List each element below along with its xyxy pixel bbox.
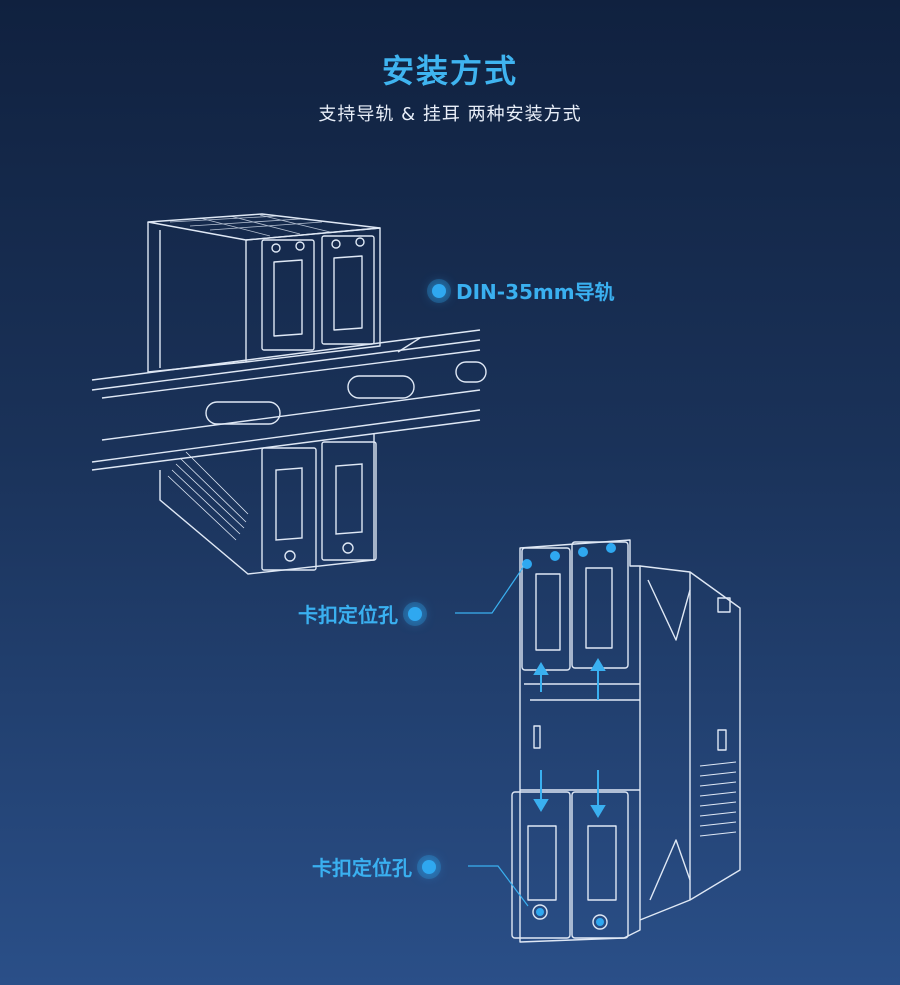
callout-leader-lines: [455, 565, 529, 907]
callout-clip-bottom-label: 卡扣定位孔: [312, 856, 412, 880]
page-title: 安装方式: [381, 52, 518, 90]
clip-hole-markers: [522, 543, 616, 926]
callout-dot-icon: [422, 859, 436, 874]
callout-din-rail-label: DIN-35mm导轨: [456, 280, 615, 304]
wall-ear-device-drawing: [511, 539, 741, 943]
din-rail-device-bottom: [159, 434, 377, 575]
callout-clip-top: 卡扣定位孔: [298, 599, 422, 628]
callout-clip-bottom: 卡扣定位孔: [312, 852, 436, 881]
din-rail-device-drawing: [147, 213, 381, 373]
callout-clip-top-label: 卡扣定位孔: [298, 603, 398, 627]
din-rail-drawing: [91, 329, 487, 471]
callout-din-rail: DIN-35mm导轨: [432, 276, 615, 305]
callout-dot-icon: [408, 606, 422, 621]
callout-dot-icon: [432, 283, 446, 298]
movement-arrows: [533, 658, 606, 818]
page-subtitle: 支持导轨 & 挂耳 两种安装方式: [318, 104, 582, 125]
